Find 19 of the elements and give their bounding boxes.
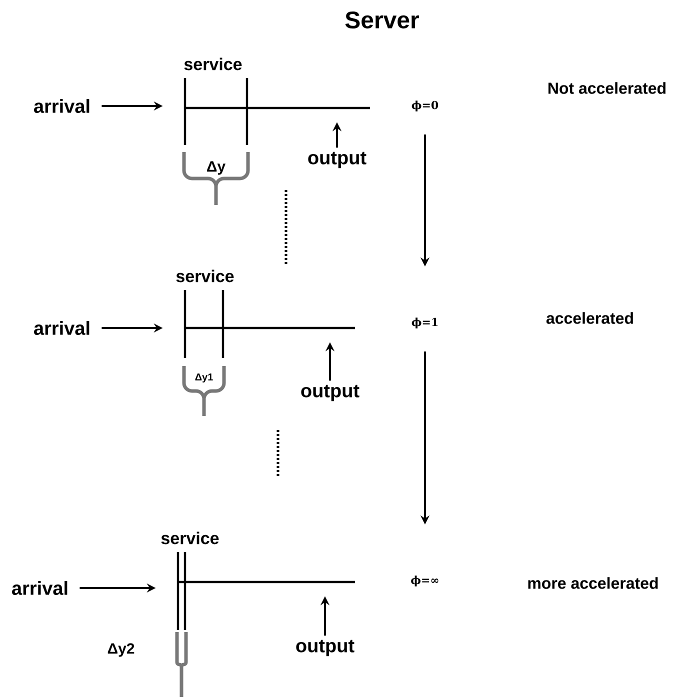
state-label: more accelerated xyxy=(528,577,658,589)
arrival-label: arrival xyxy=(34,99,90,113)
queue-drawing: service xyxy=(176,270,356,360)
queue-drawing: service xyxy=(161,532,356,632)
phi-label: ϕ=0 xyxy=(412,100,438,112)
output-label: output xyxy=(308,152,366,168)
delta-label: Δy xyxy=(207,161,226,175)
title: Server xyxy=(345,12,419,28)
state-label: accelerated xyxy=(546,312,633,324)
delta-label: Δy1 xyxy=(195,374,213,382)
arrival-label: arrival xyxy=(34,321,90,335)
queue-drawing: service xyxy=(184,58,372,146)
phi-label: ϕ=∞ xyxy=(411,576,438,586)
phi-label: ϕ=1 xyxy=(412,318,438,328)
delta-label: Δy2 xyxy=(108,643,134,657)
state-label: Not accelerated xyxy=(548,82,666,94)
output-label: output xyxy=(296,640,354,656)
output-label: output xyxy=(301,384,360,402)
arrival-label: arrival xyxy=(12,581,68,595)
